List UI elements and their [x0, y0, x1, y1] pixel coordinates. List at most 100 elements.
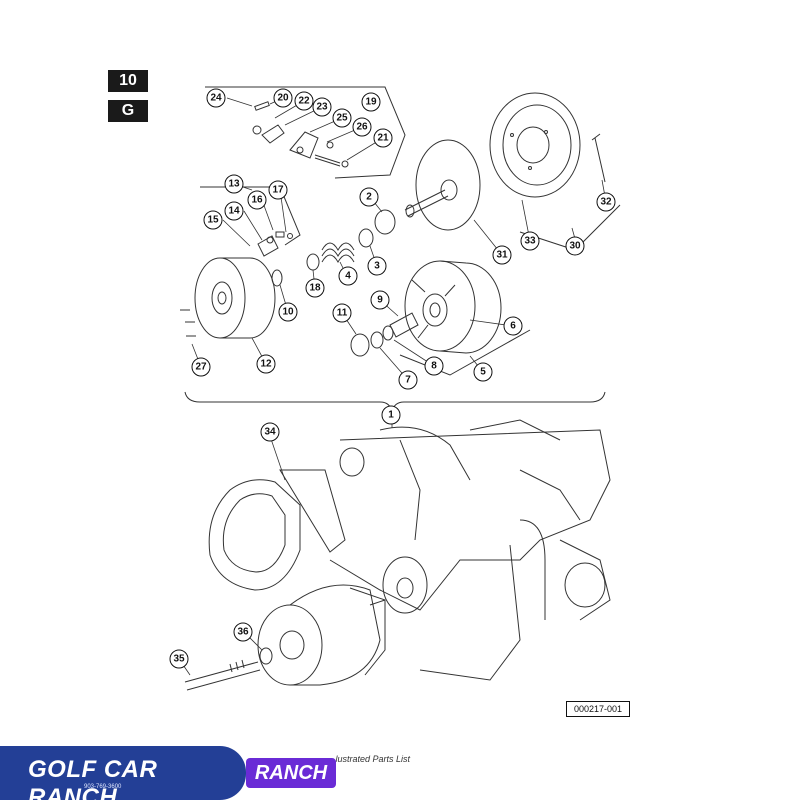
callout-24-bubble [206, 88, 226, 108]
callout-34: 34 [264, 427, 276, 438]
callout-16: 16 [251, 195, 263, 206]
callout-14-bubble [224, 201, 244, 221]
cover-12 [180, 257, 276, 339]
logo-overlay-text: RANCH [254, 761, 328, 784]
callout-20: 20 [277, 93, 289, 104]
callout-2-bubble [359, 187, 379, 207]
callout-30: 30 [569, 241, 581, 252]
bushing-2 [374, 209, 396, 235]
callout-32-bubble [596, 192, 616, 212]
callout-10-bubble [278, 302, 298, 322]
bracket-5 [399, 329, 531, 376]
callout-34-bubble [260, 422, 280, 442]
clutch-body-6 [404, 260, 502, 354]
golf-car-ranch-logo: GOLF CAR RANCH 903-769-3600 [0, 746, 246, 811]
callout-10: 10 [282, 307, 294, 318]
callout-16-bubble [247, 190, 267, 210]
callout-14: 14 [228, 206, 240, 217]
callout-15: 15 [207, 215, 219, 226]
callout-21-bubble [373, 128, 393, 148]
callout-9: 9 [377, 295, 383, 306]
callout-8: 8 [431, 361, 437, 372]
callout-20-bubble [273, 88, 293, 108]
callout-8-bubble [424, 356, 444, 376]
hardware-19 [252, 101, 349, 168]
callout-26-bubble [352, 117, 372, 137]
spring-4 [321, 242, 355, 264]
callout-35-bubble [169, 649, 189, 669]
callout-19-bubble [361, 92, 381, 112]
ring-8 [382, 325, 394, 341]
callout-12: 12 [260, 359, 272, 370]
callout-23-bubble [312, 97, 332, 117]
callout-12-bubble [256, 354, 276, 374]
callout-25: 25 [336, 113, 348, 124]
engine-assembly [208, 419, 611, 681]
callout-18-bubble [305, 278, 325, 298]
callout-4-bubble [338, 266, 358, 286]
callout-18: 18 [309, 283, 321, 294]
callout-5-bubble [473, 362, 493, 382]
footer-caption: ...lustrated Parts List [328, 754, 411, 764]
parts-13 [257, 231, 293, 257]
callout-19: 19 [365, 97, 377, 108]
callout-7: 7 [405, 375, 411, 386]
subsection-tab: G [108, 100, 148, 122]
bracket-19 [205, 86, 406, 179]
callout-33-bubble [520, 231, 540, 251]
logo-overlay-badge: RANCH [246, 758, 336, 788]
callout-22-bubble [294, 91, 314, 111]
callout-24: 24 [210, 93, 222, 104]
callout-23: 23 [316, 102, 328, 113]
logo-phone: 903-769-3600 [84, 784, 122, 790]
callout-11: 11 [337, 308, 348, 319]
callout-1-bubble [381, 405, 401, 425]
callout-26: 26 [356, 122, 368, 133]
callout-5: 5 [480, 367, 486, 378]
bolt-35 [184, 661, 261, 691]
callout-33: 33 [524, 236, 536, 247]
sheave-31 [404, 139, 481, 231]
callout-2: 2 [366, 192, 372, 203]
callout-27: 27 [195, 362, 207, 373]
callout-35: 35 [173, 654, 185, 665]
callout-bubbles [169, 88, 616, 669]
callout-36: 36 [237, 627, 249, 638]
callout-30-bubble [565, 236, 585, 256]
callout-labels: 1 2 3 4 5 6 7 8 9 10 11 12 13 14 15 16 1… [173, 93, 612, 665]
callout-32: 32 [600, 197, 612, 208]
callout-1: 1 [388, 410, 394, 421]
bolt-32 [591, 133, 606, 183]
callout-7-bubble [398, 370, 418, 390]
pulley-33 [489, 92, 581, 198]
callout-15-bubble [203, 210, 223, 230]
callout-17: 17 [272, 185, 284, 196]
ring-7 [370, 331, 384, 349]
callout-6: 6 [510, 321, 516, 332]
callout-25-bubble [332, 108, 352, 128]
callout-13: 13 [228, 179, 240, 190]
callout-22: 22 [298, 96, 310, 107]
callout-3: 3 [374, 261, 380, 272]
callout-36-bubble [233, 622, 253, 642]
washer-18 [306, 253, 320, 271]
sleeve-9 [389, 312, 419, 338]
callout-3-bubble [367, 256, 387, 276]
callout-27-bubble [191, 357, 211, 377]
washer-11 [350, 333, 370, 357]
logo-name: GOLF CAR RANCH [28, 756, 158, 811]
callout-31: 31 [496, 250, 508, 261]
clutch-assembly-lower [257, 584, 386, 686]
callout-9-bubble [370, 290, 390, 310]
callout-13-bubble [224, 174, 244, 194]
callout-4: 4 [345, 271, 351, 282]
callout-6-bubble [503, 316, 523, 336]
callout-17-bubble [268, 180, 288, 200]
figure-code-label: 000217-001 [566, 701, 630, 717]
callout-31-bubble [492, 245, 512, 265]
callout-21: 21 [377, 133, 389, 144]
callout-11-bubble [332, 303, 352, 323]
section-tab: 10 [108, 70, 148, 92]
